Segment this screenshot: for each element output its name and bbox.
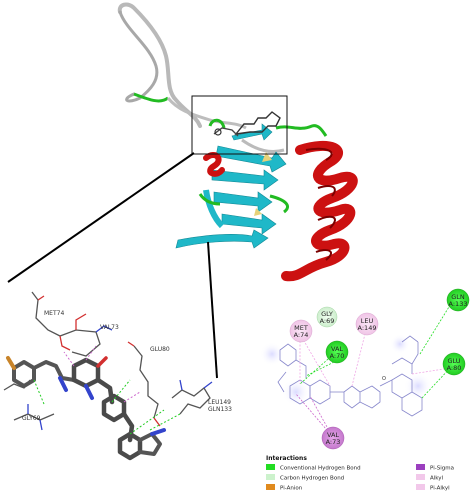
protein-structure	[117, 2, 358, 282]
svg-text:Pi-Sigma: Pi-Sigma	[430, 466, 454, 472]
svg-text:A:74: A:74	[294, 331, 309, 339]
label-3d-val73: VAL73	[100, 324, 119, 331]
interaction-diagram-2d: O GLY A:69 MET A:74 LEU A:	[260, 288, 470, 450]
svg-text:Alkyl: Alkyl	[430, 476, 444, 482]
residue-met74: MET A:74	[289, 319, 313, 343]
residue-val70: VAL A:70	[325, 340, 349, 364]
residue-gly69: GLY A:69	[316, 306, 338, 328]
legend-item-conventional-hbond: Conventional Hydrogen Bond	[266, 464, 361, 472]
zoom-box	[191, 95, 288, 155]
legend-title: Interactions	[266, 455, 307, 462]
label-3d-leu149: LEU149	[208, 399, 231, 406]
svg-text:Carbon Hydrogen Bond: Carbon Hydrogen Bond	[280, 476, 344, 482]
zoom-line-right	[207, 241, 218, 379]
svg-text:A:73: A:73	[326, 438, 341, 446]
legend-item-pi-sigma: Pi-Sigma	[416, 464, 454, 472]
svg-text:A:80: A:80	[447, 364, 462, 372]
svg-text:Conventional Hydrogen Bond: Conventional Hydrogen Bond	[280, 466, 361, 472]
svg-text:GLN: GLN	[451, 293, 465, 301]
svg-text:A:149: A:149	[358, 324, 377, 332]
svg-text:A:69: A:69	[320, 317, 335, 325]
ring-atom-o: O	[382, 376, 386, 382]
svg-text:Pi-Anion: Pi-Anion	[280, 486, 303, 492]
binding-site-3d: MET74 VAL73 GLU80 LEU149 GLN133 GLY69	[3, 291, 232, 461]
residue-leu149: LEU A:149	[355, 312, 379, 336]
zoom-line-left	[7, 152, 195, 283]
legend-item-pi-alkyl: Pi-Alkyl	[416, 484, 450, 492]
svg-text:A:70: A:70	[330, 352, 345, 360]
svg-text:Pi-Alkyl: Pi-Alkyl	[430, 486, 450, 492]
legend-item-alkyl: Alkyl	[416, 474, 444, 482]
svg-text:A:133: A:133	[449, 300, 468, 308]
label-3d-glu80: GLU80	[150, 346, 170, 353]
label-3d-met74: MET74	[44, 310, 64, 317]
svg-text:MET: MET	[294, 324, 308, 332]
svg-text:LEU: LEU	[361, 317, 374, 325]
svg-text:GLU: GLU	[447, 357, 460, 365]
svg-text:GLY: GLY	[321, 310, 333, 318]
label-3d-gly69: GLY69	[22, 415, 41, 422]
residue-gln133: GLN A:133	[446, 288, 470, 312]
svg-text:VAL: VAL	[327, 431, 339, 439]
interactions-legend: Interactions Conventional Hydrogen Bond …	[266, 455, 454, 492]
legend-item-pi-anion: Pi-Anion	[266, 484, 303, 492]
label-3d-gln133: GLN133	[208, 406, 232, 413]
legend-item-carbon-hbond: Carbon Hydrogen Bond	[266, 474, 344, 482]
svg-text:VAL: VAL	[331, 345, 343, 353]
ligand-3d-small	[213, 111, 281, 137]
residue-glu80: GLU A:80	[442, 352, 466, 376]
residue-val73: VAL A:73	[321, 426, 345, 450]
alpha-helix	[281, 141, 358, 282]
